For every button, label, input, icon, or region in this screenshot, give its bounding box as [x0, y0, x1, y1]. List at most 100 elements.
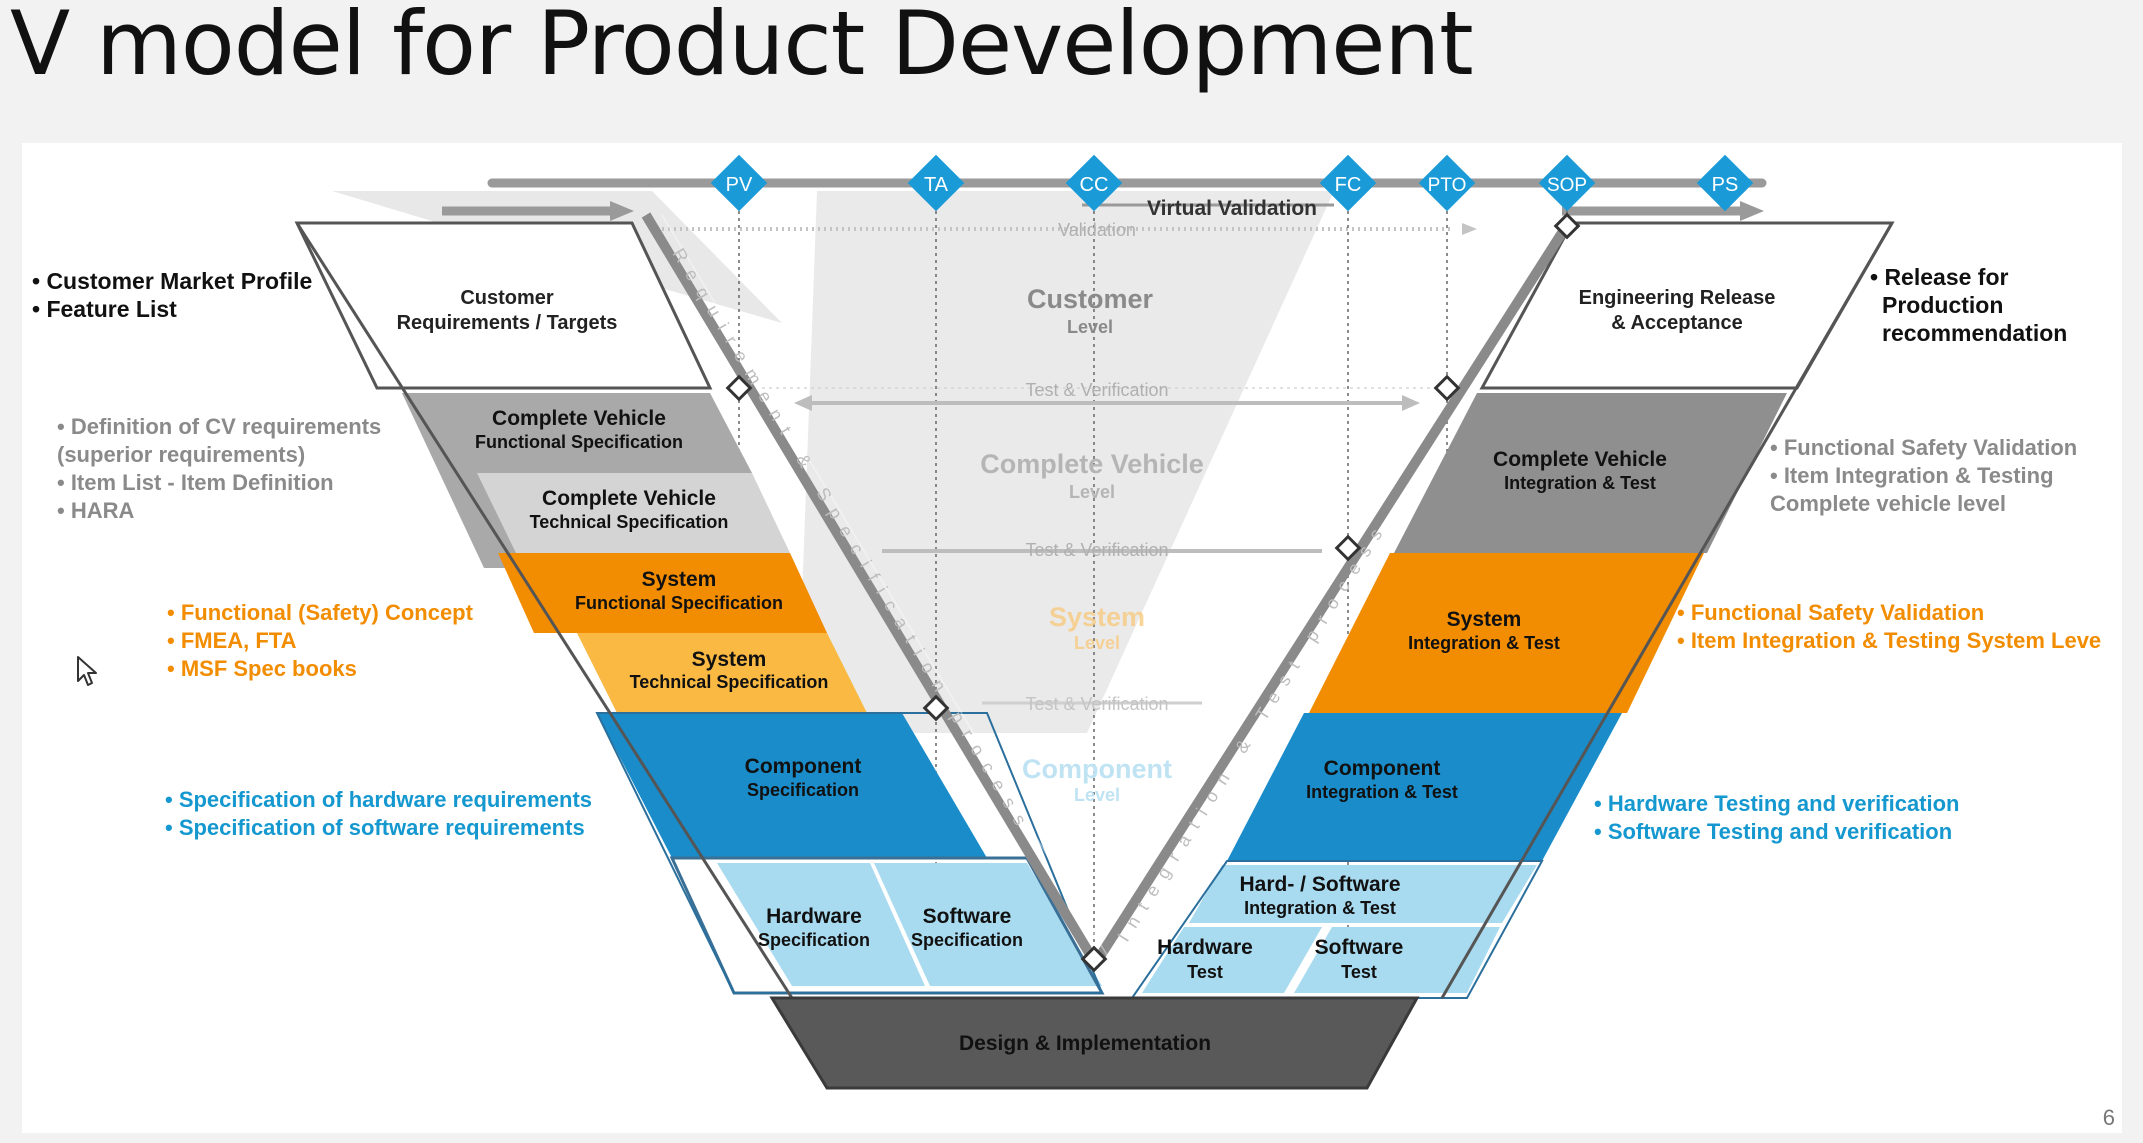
slide-panel: PV TA CC FC PTO SOP PS Virtual Validatio…: [22, 143, 2122, 1133]
component-spec-box: [597, 713, 987, 858]
integration-process-arrow: [1092, 222, 1572, 964]
svg-text:Complete Vehicle: Complete Vehicle: [542, 487, 716, 510]
mouse-cursor-icon: [77, 656, 97, 686]
svg-text:Hardware: Hardware: [766, 905, 862, 928]
customer-requirements-label: Customer Requirements / Targets: [397, 287, 618, 334]
svg-text:Component: Component: [745, 755, 862, 778]
left-blue-region: [595, 712, 1104, 994]
svg-text:Requirements / Targets: Requirements / Targets: [397, 312, 618, 334]
right-blue-region: [1130, 860, 1544, 999]
v-outer-right-edge: [1440, 222, 1894, 999]
tv-arrow-cv-left: [794, 395, 812, 411]
hw-sw-integration-box: [1189, 865, 1537, 923]
svg-text:Component: Component: [1324, 757, 1441, 780]
svg-text:TA: TA: [924, 174, 949, 196]
svg-text:Hardware: Hardware: [1157, 936, 1253, 959]
cv-technical-label: Complete Vehicle Technical Specification: [530, 487, 729, 532]
hardware-spec-label: Hardware Specification: [758, 905, 870, 950]
cv-level-sub: Level: [1069, 482, 1115, 502]
svg-text:Specification: Specification: [758, 930, 870, 950]
svg-text:Integration & Test: Integration & Test: [1504, 473, 1656, 493]
svg-text:CC: CC: [1080, 174, 1109, 196]
test-verification-label-system: Test & Verification: [1025, 540, 1168, 560]
svg-text:Technical Specification: Technical Specification: [630, 672, 829, 692]
system-level-sub: Level: [1074, 633, 1120, 653]
component-spec-label: Component Specification: [745, 755, 862, 800]
svg-text:Hard- / Software: Hard- / Software: [1239, 873, 1400, 896]
left-top-arrow-head: [610, 201, 634, 221]
svg-text:PV: PV: [726, 174, 753, 196]
svg-text:Integration & Test: Integration & Test: [1408, 633, 1560, 653]
svg-text:Functional Specification: Functional Specification: [475, 432, 683, 452]
note-left-customer: • Customer Market Profile • Feature List: [32, 268, 313, 322]
note-right-cv: • Functional Safety Validation • Item In…: [1770, 435, 2078, 516]
cv-functional-box: [402, 393, 752, 473]
sys-technical-box: [577, 633, 867, 713]
hw-sw-integration-label: Hard- / Software Integration & Test: [1239, 873, 1400, 918]
software-test-box: [1294, 927, 1500, 993]
customer-requirements-box: [294, 221, 713, 390]
validation-arrow-right: [1462, 223, 1477, 235]
sys-integration-label: System Integration & Test: [1408, 608, 1560, 653]
sys-functional-box: [498, 553, 827, 633]
cv-technical-box: [477, 473, 790, 553]
svg-text:System: System: [692, 648, 767, 671]
svg-text:PS: PS: [1712, 174, 1739, 196]
software-test-label: Software Test: [1315, 936, 1404, 982]
milestone-ps[interactable]: PS: [1696, 154, 1754, 212]
svg-text:Integration & Test: Integration & Test: [1244, 898, 1396, 918]
svg-text:Specification: Specification: [747, 780, 859, 800]
virtual-validation-label: Virtual Validation: [1147, 197, 1317, 220]
svg-text:Engineering Release: Engineering Release: [1579, 287, 1776, 309]
cv-integration-box: [1394, 393, 1787, 553]
svg-text:Technical Specification: Technical Specification: [530, 512, 729, 532]
svg-text:SOP: SOP: [1547, 175, 1587, 196]
diagonal-diamonds: [725, 212, 1581, 973]
svg-text:Customer: Customer: [460, 287, 554, 309]
note-right-component: • Hardware Testing and verification • So…: [1594, 791, 1960, 844]
component-integration-label: Component Integration & Test: [1306, 757, 1458, 802]
sys-functional-label: System Functional Specification: [575, 568, 783, 613]
milestone-cc[interactable]: CC: [1065, 154, 1123, 212]
component-level-sub: Level: [1074, 785, 1120, 805]
software-spec-box: [874, 863, 1102, 986]
ps-arrow-head: [1740, 201, 1764, 221]
note-left-component: • Specification of hardware requirements…: [165, 787, 593, 840]
milestone-sop[interactable]: SOP: [1538, 154, 1596, 212]
svg-text:Test: Test: [1341, 962, 1377, 982]
design-implementation-box: [769, 996, 1420, 1090]
sys-technical-label: System Technical Specification: [630, 648, 829, 692]
customer-level-sub: Level: [1067, 317, 1113, 337]
validation-label: Validation: [1058, 220, 1136, 240]
component-integration-box: [1227, 713, 1622, 861]
milestone-fc[interactable]: FC: [1319, 154, 1377, 212]
svg-text:Software: Software: [1315, 936, 1404, 959]
note-left-system: • Functional (Safety) Concept • FMEA, FT…: [167, 600, 473, 681]
page-number: 6: [2102, 1105, 2115, 1130]
note-right-customer: • Release for Production recommendation: [1870, 264, 2068, 346]
sys-integration-box: [1309, 553, 1704, 713]
engineering-release-label: Engineering Release & Acceptance: [1579, 287, 1776, 334]
svg-text:FC: FC: [1335, 174, 1362, 196]
svg-text:Software: Software: [923, 905, 1012, 928]
test-verification-label-cv: Test & Verification: [1025, 380, 1168, 400]
hardware-test-box: [1142, 927, 1322, 993]
cv-level-name: Complete Vehicle: [980, 449, 1204, 479]
software-spec-label: Software Specification: [911, 905, 1023, 950]
milestone-pto[interactable]: PTO: [1418, 154, 1476, 212]
svg-text:System: System: [1447, 608, 1522, 631]
svg-text:Specification: Specification: [911, 930, 1023, 950]
note-left-cv: • Definition of CV requirements (superio…: [57, 414, 382, 523]
cv-integration-label: Complete Vehicle Integration & Test: [1493, 448, 1667, 493]
customer-level-background: [797, 191, 1334, 733]
hardware-test-label: Hardware Test: [1157, 936, 1253, 982]
cv-functional-label: Complete Vehicle Functional Specificatio…: [475, 407, 683, 452]
svg-text:Complete Vehicle: Complete Vehicle: [492, 407, 666, 430]
test-verification-label-component: Test & Verification: [1025, 694, 1168, 714]
design-implementation-label: Design & Implementation: [959, 1032, 1211, 1055]
svg-text:System: System: [642, 568, 717, 591]
svg-text:Test: Test: [1187, 962, 1223, 982]
svg-text:Integration & Test: Integration & Test: [1306, 782, 1458, 802]
requirement-process-arrow: [641, 212, 1099, 964]
v-model-diagram: PV TA CC FC PTO SOP PS Virtual Validatio…: [294, 154, 1895, 1090]
